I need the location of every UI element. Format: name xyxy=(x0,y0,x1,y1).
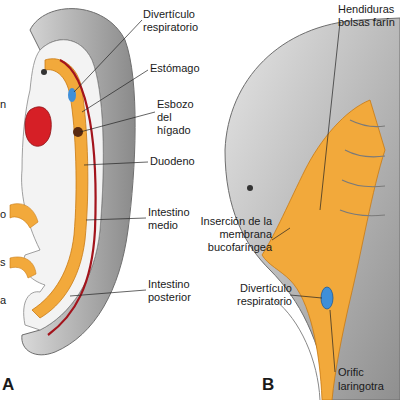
structure-label: Inserción de la membrana bucofaríngea xyxy=(186,215,272,254)
structure-label: Orific xyxy=(338,366,400,379)
structure-label: Divertículo respiratorio xyxy=(143,8,203,34)
structure-label: Hendiduras xyxy=(338,3,400,16)
structure-label: Estómago xyxy=(150,62,205,75)
structure-label: Esbozo del hígado xyxy=(157,98,202,137)
leader-lines-b xyxy=(272,22,340,372)
structure-label: laringotra xyxy=(338,380,400,393)
structure-label: Intestino posterior xyxy=(148,278,203,304)
structure-label: Intestino medio xyxy=(148,206,200,232)
structure-label: Duodeno xyxy=(150,155,205,168)
structure-label: o xyxy=(0,208,8,221)
structure-label: Divertículo respiratorio xyxy=(230,282,292,308)
structure-label: s xyxy=(0,256,8,269)
structure-label: a xyxy=(0,294,8,307)
panel-letter: A xyxy=(2,376,22,394)
structure-label: n xyxy=(0,98,8,111)
leader-lines-a xyxy=(70,20,155,296)
panel-letter: B xyxy=(262,376,282,394)
embryo-a xyxy=(10,9,135,355)
embryo-b xyxy=(225,18,400,400)
structure-label: bolsas farín xyxy=(338,16,400,29)
